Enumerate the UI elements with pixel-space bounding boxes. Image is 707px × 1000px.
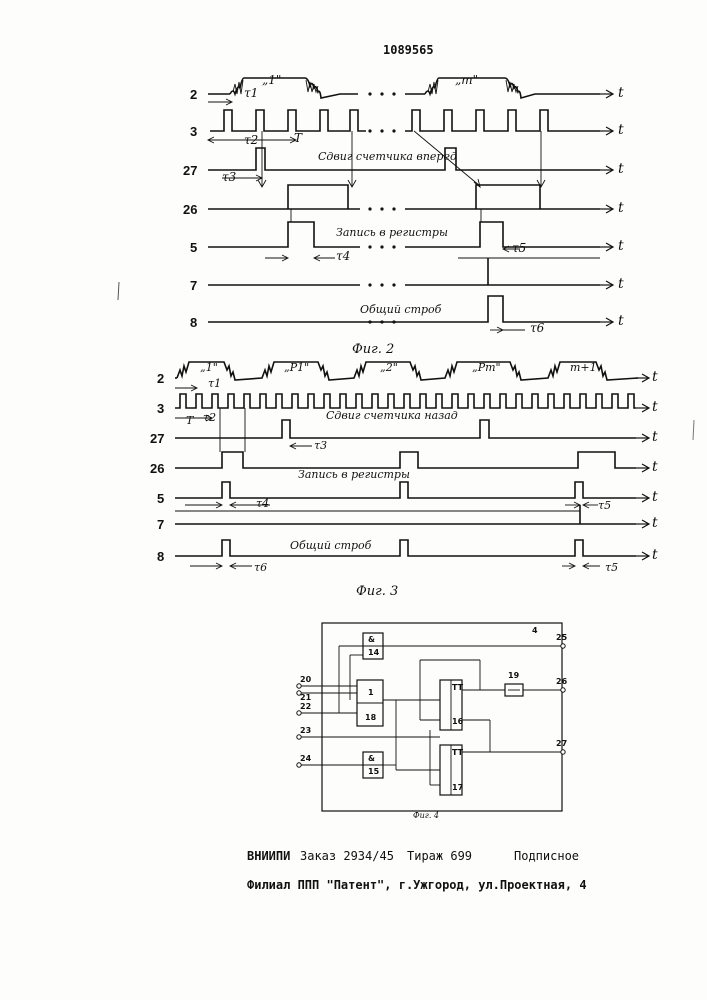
scan-marks [0,0,707,1000]
patent-page: 1089565 [0,0,707,1000]
